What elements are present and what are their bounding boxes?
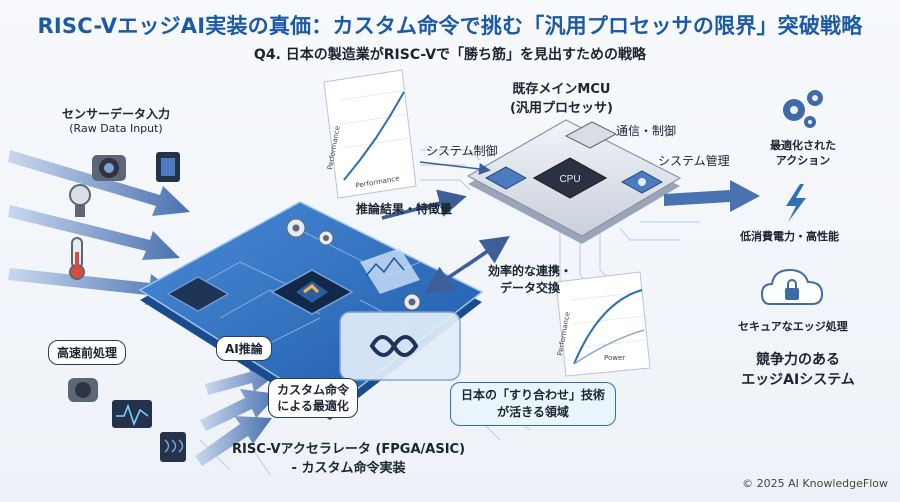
custom-instruction-badge: カスタム命令 による最適化: [268, 378, 359, 418]
sensor-input-arrows: [8, 150, 282, 466]
sensor-input-subtitle: (Raw Data Input): [69, 122, 163, 135]
sensor-input-label: センサーデータ入力 (Raw Data Input): [62, 105, 170, 135]
lightning-bolt-icon: [786, 184, 806, 222]
suriawase-callout: 日本の「すり合わせ」技術 が活きる領域: [450, 382, 617, 426]
system-control-label: システム制御: [426, 144, 498, 158]
waveform-sensor-icon: [160, 432, 186, 462]
custom-instruction-line1: カスタム命令: [277, 383, 350, 397]
secure-edge-label: セキュアなエッジ処理: [738, 320, 848, 333]
gears-icon: [783, 90, 823, 128]
signal-monitor-icon: [112, 400, 152, 428]
accelerator-title: RISC-Vアクセラレータ (FPGA/ASIC) - カスタム命令実装: [232, 440, 465, 478]
performance-power-chart-bottom: Performance Power: [555, 271, 651, 377]
camera-lens-icon: [92, 155, 126, 181]
sensor-input-title: センサーデータ入力: [62, 107, 171, 121]
competitive-system-line1: 競争力のある: [756, 352, 840, 368]
system-control-arrow: [419, 161, 491, 175]
link-label: 効率的な連携・ データ交換: [488, 262, 572, 296]
mcu-module-right-gear-icon: [620, 170, 664, 194]
chart-bottom-xlabel: Power: [604, 354, 625, 362]
accelerator-title-line1: RISC-Vアクセラレータ (FPGA/ASIC): [232, 442, 466, 457]
link-label-line1: 効率的な連携・: [488, 264, 573, 278]
thermometer-icon: [69, 237, 85, 280]
cloud-lock-icon: [760, 268, 824, 305]
image-sensor-icon: [156, 152, 180, 182]
custom-instruction-module: [339, 311, 461, 381]
mcu-module-left: [484, 166, 528, 190]
system-management-label: システム管理: [658, 154, 730, 168]
inference-result-arrow: [381, 189, 467, 220]
custom-instruction-line2: による最適化: [277, 399, 349, 413]
optimized-action-line2: アクション: [775, 154, 831, 167]
preprocess-badge: 高速前処理: [48, 340, 127, 365]
low-power-label: 低消費電力・高性能: [740, 230, 839, 243]
cpu-chip: CPU: [532, 157, 608, 199]
proximity-sensor-icon: [69, 184, 91, 217]
callout-line1: 日本の「すり合わせ」技術: [461, 388, 606, 402]
mcu-label: 既存メインMCU (汎用プロセッサ): [510, 78, 613, 116]
ai-inference-badge: AI推論: [216, 336, 272, 361]
mcu-memory-module: [564, 121, 618, 149]
mcu-title: 既存メインMCU: [512, 82, 611, 97]
mcu-subtitle: (汎用プロセッサ): [510, 101, 613, 116]
bidirectional-link-arrow: [424, 236, 510, 294]
optimized-action-line1: 最適化された: [770, 139, 836, 152]
callout-line2: が活きる領域: [497, 405, 569, 419]
microphone-icon: [68, 378, 98, 402]
output-action-arrow: [664, 180, 760, 212]
performance-chart-top: Performance Performance: [323, 69, 417, 199]
page-subtitle: Q4. 日本の製造業がRISC-Vで「勝ち筋」を見出すための戦略: [253, 47, 647, 63]
accelerator-side-chip: [166, 276, 230, 312]
gear-icon: [286, 218, 421, 311]
accelerator-core-chip: [270, 269, 354, 315]
page-title: RISC-VエッジAI実装の真価：カスタム命令で挑む「汎用プロセッサの限界」突破…: [37, 14, 863, 38]
comm-control-label: 通信・制御: [616, 124, 677, 138]
waveform-panel: [360, 248, 420, 294]
link-label-line2: データ交換: [500, 281, 561, 295]
inference-result-label: 推論結果・特徴量: [356, 202, 453, 216]
competitive-system-line2: エッジAIシステム: [741, 372, 855, 388]
accelerator-title-line2: - カスタム命令実装: [291, 461, 406, 476]
cpu-label: CPU: [559, 174, 580, 185]
copyright: © 2025 AI KnowledgeFlow: [742, 477, 888, 490]
competitive-system-label: 競争力のある エッジAIシステム: [736, 350, 860, 390]
optimized-action-label: 最適化された アクション: [762, 138, 844, 168]
